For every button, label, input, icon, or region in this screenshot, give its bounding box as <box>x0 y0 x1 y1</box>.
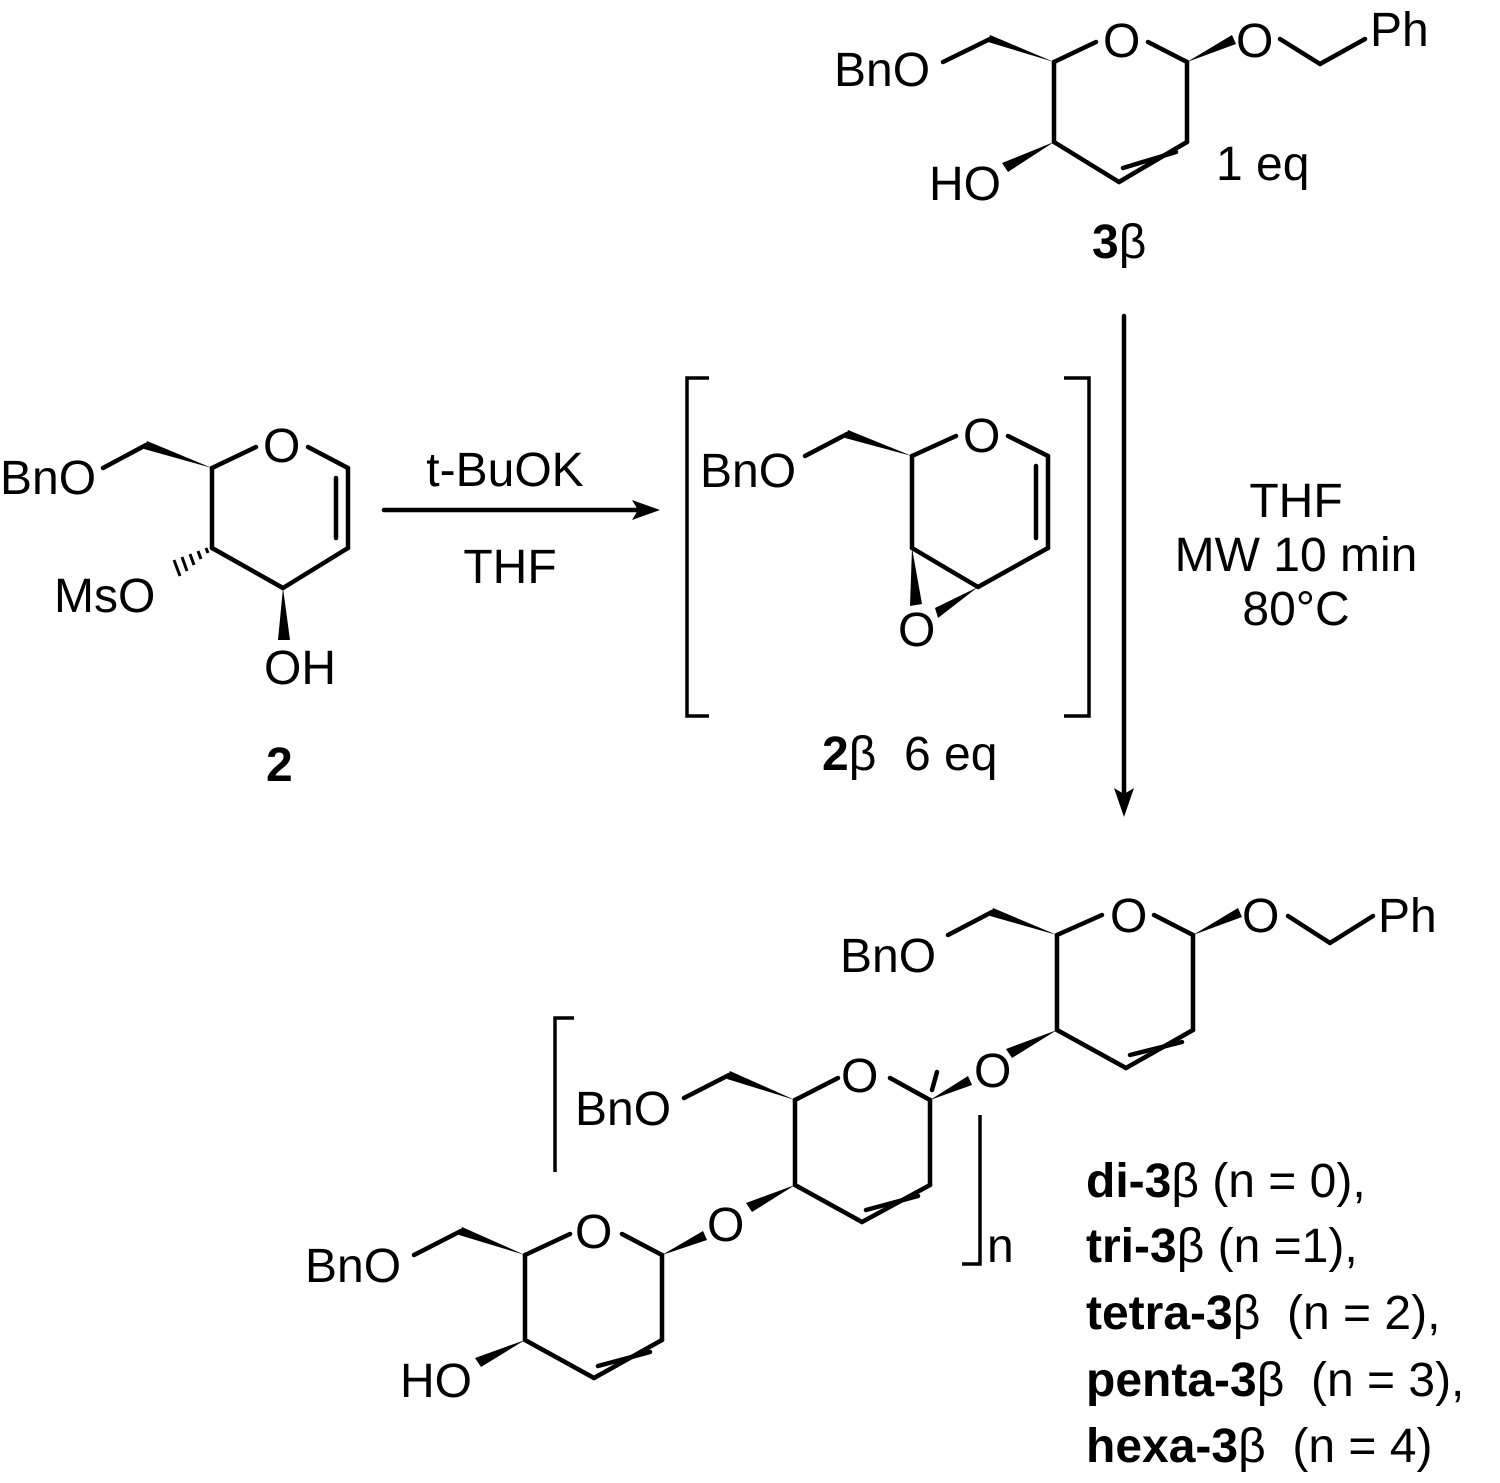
product-entry: di-3β (n = 0), <box>1086 1155 1366 1208</box>
ring-oxygen-label: O <box>1103 15 1140 68</box>
mesylate-label: MsO <box>54 570 155 623</box>
phenyl-label: Ph <box>1378 890 1437 943</box>
hydroxyl-label: HO <box>929 158 1001 211</box>
hydroxyl-label: HO <box>400 1355 472 1408</box>
anomeric-oxygen-label-top: O <box>1242 890 1279 943</box>
compound-2: BnO O MsO OH 2 <box>0 420 351 792</box>
temperature-label: 80°C <box>1242 583 1349 636</box>
ring-oxygen-label-mid: O <box>841 1050 878 1103</box>
time-label: MW 10 min <box>1175 529 1418 582</box>
phenyl-label: Ph <box>1370 4 1429 57</box>
epoxide-oxygen-label: O <box>898 604 935 657</box>
ring-oxygen-label-top: O <box>1110 890 1147 943</box>
compound-label: 2 <box>266 739 293 792</box>
ring-oxygen-label: O <box>263 420 300 473</box>
product-list: di-3β (n = 0), tri-3β (n =1), tetra-3β (… <box>1086 1155 1464 1473</box>
anomeric-oxygen-label: O <box>1236 15 1273 68</box>
left-bracket <box>685 376 709 718</box>
mso-hashed-bond <box>172 547 210 577</box>
product-entry: hexa-3β (n = 4) <box>1086 1420 1432 1473</box>
intermediate-2beta: BnO O O 2β 6 eq <box>685 376 1091 781</box>
repeat-subscript: n <box>987 1220 1014 1273</box>
bno-label-mid: BnO <box>575 1083 671 1136</box>
product-entry: penta-3β (n = 3), <box>1086 1354 1464 1407</box>
compound-label: 3β <box>1092 216 1146 269</box>
repeat-bracket-right <box>962 1115 982 1266</box>
product-oligomer: BnO O O Ph O BnO O O n BnO <box>305 890 1437 1408</box>
bno-label: BnO <box>700 445 796 498</box>
linking-oxygen-label-top: O <box>974 1045 1011 1098</box>
equivalents-label: 6 eq <box>904 728 997 781</box>
bno-label: BnO <box>834 44 930 97</box>
solvent-label: THF <box>1249 475 1342 528</box>
product-entry: tri-3β (n =1), <box>1086 1220 1358 1273</box>
bno-label-top: BnO <box>840 930 936 983</box>
compound-3beta: BnO O O Ph HO 1 eq 3β <box>834 4 1429 269</box>
solvent-label: THF <box>463 541 556 594</box>
arrowhead-icon <box>632 500 660 520</box>
equivalents-label: 1 eq <box>1216 138 1309 191</box>
step1-arrow-group: t-BuOK THF <box>381 444 660 594</box>
bno-label-bottom: BnO <box>305 1240 401 1293</box>
ring-oxygen-label-bottom: O <box>575 1206 612 1259</box>
arrowhead-icon <box>1114 788 1134 817</box>
bno-label: BnO <box>0 452 96 505</box>
reagent-label: t-BuOK <box>426 444 583 497</box>
ring-oxygen-label: O <box>963 410 1000 463</box>
product-entry: tetra-3β (n = 2), <box>1086 1287 1440 1340</box>
repeat-bracket-left <box>553 1016 574 1172</box>
compound-label: 2β <box>822 728 876 781</box>
step2-arrow-group: THF MW 10 min 80°C <box>1114 313 1418 817</box>
hydroxyl-label: OH <box>264 642 336 695</box>
linking-oxygen-label-mid: O <box>707 1199 744 1252</box>
right-bracket <box>1064 376 1091 718</box>
